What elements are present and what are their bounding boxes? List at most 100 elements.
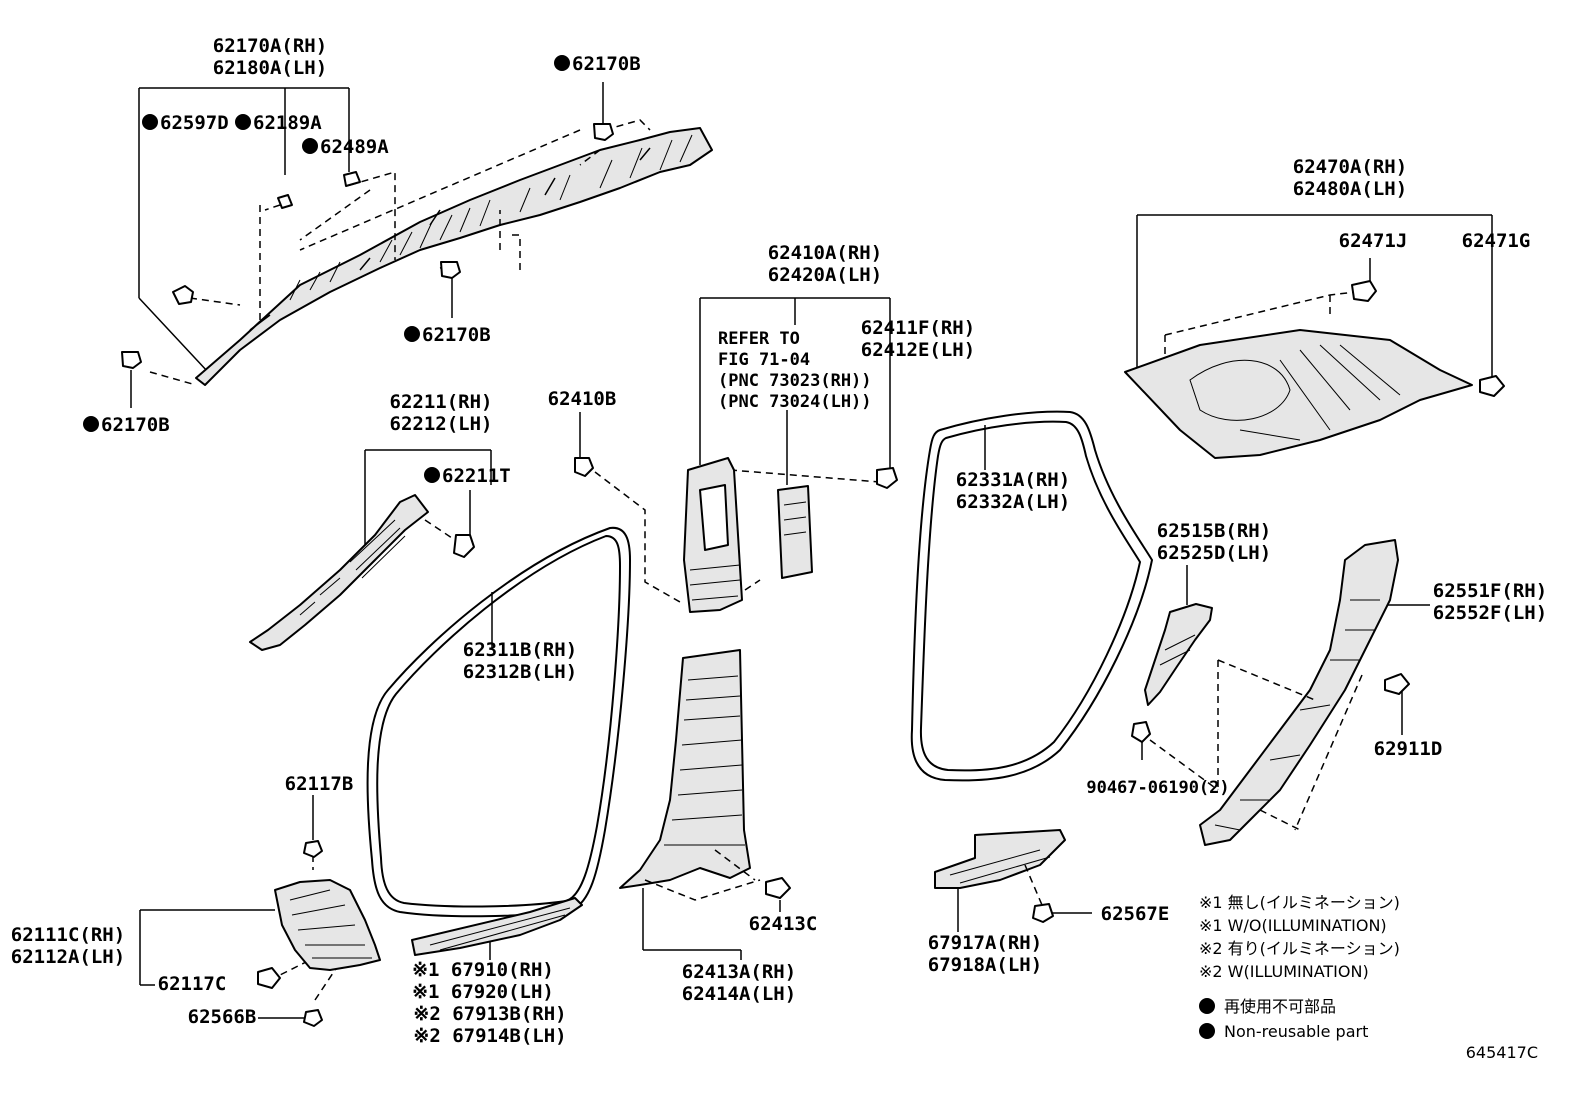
label-clip-62117B: 62117B xyxy=(285,773,354,795)
non-reusable-dot xyxy=(235,114,251,130)
label-clip-62567E: 62567E xyxy=(1101,903,1170,925)
label-clip-62117C: 62117C xyxy=(158,973,227,995)
label-clip-62211T: 62211T xyxy=(442,465,511,487)
label-center-pillar-lower-2: 62414A(LH) xyxy=(682,983,796,1005)
label-clip-62471G: 62471G xyxy=(1462,230,1531,252)
non-reusable-dot xyxy=(404,326,420,342)
label-clip-62411F-2: 62412E(LH) xyxy=(861,339,975,361)
refer-note-line-2: FIG 71-04 xyxy=(718,350,810,370)
front-door-weatherstrip xyxy=(366,526,632,918)
label-center-pillar-lower-1: 62413A(RH) xyxy=(682,961,796,983)
clip-62471J-shape xyxy=(1351,280,1377,302)
quarter-trim-assembly xyxy=(1131,539,1430,846)
label-clip-62410B: 62410B xyxy=(548,388,617,410)
non-reusable-dot xyxy=(554,55,570,71)
label-bolt-62170B-left: 62170B xyxy=(101,414,170,436)
label-clip-62489A: 62489A xyxy=(320,136,389,158)
non-reusable-dot xyxy=(142,114,158,130)
label-front-door-weatherstrip-2: 62312B(LH) xyxy=(463,661,577,683)
non-reusable-dot xyxy=(302,138,318,154)
clip-62211T-shape xyxy=(453,534,475,558)
label-roof-side-garnish-2: 62552F(LH) xyxy=(1433,602,1547,624)
label-package-tray-2: 62480A(LH) xyxy=(1293,178,1407,200)
front-pillar-garnish-assembly xyxy=(249,449,492,651)
label-cowl-side-trim-2: 62112A(LH) xyxy=(11,946,125,968)
label-roof-rail-airbag-1: 62170A(RH) xyxy=(213,35,327,57)
clip-62117C-shape xyxy=(257,967,281,989)
label-clip-62411F-1: 62411F(RH) xyxy=(861,317,975,339)
refer-note-line-3: (PNC 73023(RH)) xyxy=(718,371,872,391)
rear-door-weatherstrip xyxy=(910,410,1154,782)
label-clip-62566B: 62566B xyxy=(188,1006,257,1028)
label-front-pillar-garnish-2: 62212(LH) xyxy=(390,413,493,435)
clip-62566B-shape xyxy=(303,1009,323,1027)
legend-note-4: ※2 W(ILLUMINATION) xyxy=(1199,962,1369,981)
seatbelt-cover xyxy=(777,485,813,579)
label-front-door-weatherstrip-1: 62311B(RH) xyxy=(463,639,577,661)
package-tray-trim xyxy=(1124,329,1473,459)
clip-62413C-shape xyxy=(765,877,791,899)
front-scuff-plate-assembly xyxy=(411,897,583,960)
label-clip-62189A: 62189A xyxy=(253,112,322,134)
legend: ※1 無し(イルミネーション) ※1 W/O(ILLUMINATION) ※2 … xyxy=(1199,893,1400,1041)
label-front-scuff-plate-1: ※1 67910(RH) xyxy=(412,959,554,981)
refer-note-line-4: (PNC 73024(LH)) xyxy=(718,392,872,412)
label-package-tray-1: 62470A(RH) xyxy=(1293,156,1407,178)
label-bolt-62170B-mid: 62170B xyxy=(422,324,491,346)
legend-note-2: ※1 W/O(ILLUMINATION) xyxy=(1199,916,1387,935)
non-reusable-dot xyxy=(83,416,99,432)
label-clip-62413C: 62413C xyxy=(749,913,818,935)
figure-id: 645417C xyxy=(1466,1043,1538,1062)
bolt-62170B-left-shape xyxy=(121,351,142,408)
bolt-62170B-mid-shape xyxy=(440,261,461,318)
label-roof-rail-airbag-2: 62180A(LH) xyxy=(213,57,327,79)
package-tray-assembly xyxy=(1124,214,1505,459)
label-roof-side-garnish-1: 62551F(RH) xyxy=(1433,580,1547,602)
clip-62471G-shape xyxy=(1479,375,1505,397)
clip-62597D-shape xyxy=(172,285,194,305)
front-pillar-garnish xyxy=(249,494,429,651)
label-front-pillar-garnish-1: 62211(RH) xyxy=(390,391,493,413)
label-front-scuff-plate-4: ※2 67914B(LH) xyxy=(413,1025,566,1047)
center-pillar-lower-garnish xyxy=(619,649,751,889)
clip-62911D-shape xyxy=(1384,673,1410,695)
label-rear-scuff-plate-1: 67917A(RH) xyxy=(928,932,1042,954)
label-center-pillar-upper-2: 62420A(LH) xyxy=(768,264,882,286)
legend-note-1: ※1 無し(イルミネーション) xyxy=(1199,893,1400,912)
label-front-scuff-plate-2: ※1 67920(LH) xyxy=(412,981,554,1003)
non-reusable-dot xyxy=(424,467,440,483)
label-quarter-trim-upper-2: 62525D(LH) xyxy=(1157,542,1271,564)
label-quarter-trim-upper-1: 62515B(RH) xyxy=(1157,520,1271,542)
clip-62411F-shape xyxy=(876,467,898,489)
label-rear-door-weatherstrip-2: 62332A(LH) xyxy=(956,491,1070,513)
rear-scuff-plate-assembly xyxy=(934,829,1092,932)
label-rear-scuff-plate-2: 67918A(LH) xyxy=(928,954,1042,976)
refer-note-line-1: REFER TO xyxy=(718,329,800,349)
label-rear-door-weatherstrip-1: 62331A(RH) xyxy=(956,469,1070,491)
center-pillar-upper-assembly xyxy=(574,297,898,613)
legend-non-reusable-jp: 再使用不可部品 xyxy=(1224,997,1336,1016)
clip-62567E-shape xyxy=(1032,903,1054,923)
label-cowl-side-trim-1: 62111C(RH) xyxy=(11,924,125,946)
clip-62117B-shape xyxy=(303,840,323,858)
label-clip-62597D: 62597D xyxy=(160,112,229,134)
legend-dot-jp xyxy=(1199,998,1215,1014)
clip-62410B-shape xyxy=(574,457,594,477)
front-scuff-plate xyxy=(411,897,583,956)
label-clip-62911D: 62911D xyxy=(1374,738,1443,760)
quarter-trim-upper xyxy=(1144,603,1213,706)
label-clip-62471J: 62471J xyxy=(1339,230,1408,252)
roof-rail-airbag-assembly xyxy=(121,82,713,408)
cowl-side-trim xyxy=(274,879,381,971)
roof-side-garnish xyxy=(1199,539,1399,846)
label-front-scuff-plate-3: ※2 67913B(RH) xyxy=(413,1003,566,1025)
label-screw-90467: 90467-06190(2) xyxy=(1086,778,1229,798)
center-pillar-lower-assembly xyxy=(619,649,791,960)
legend-note-3: ※2 有り(イルミネーション) xyxy=(1199,939,1400,958)
screw-90467-shape xyxy=(1131,721,1151,743)
label-center-pillar-upper-1: 62410A(RH) xyxy=(768,242,882,264)
cowl-side-trim-assembly xyxy=(139,795,381,1027)
rear-scuff-plate xyxy=(934,829,1066,889)
label-bolt-62170B-top: 62170B xyxy=(572,53,641,75)
